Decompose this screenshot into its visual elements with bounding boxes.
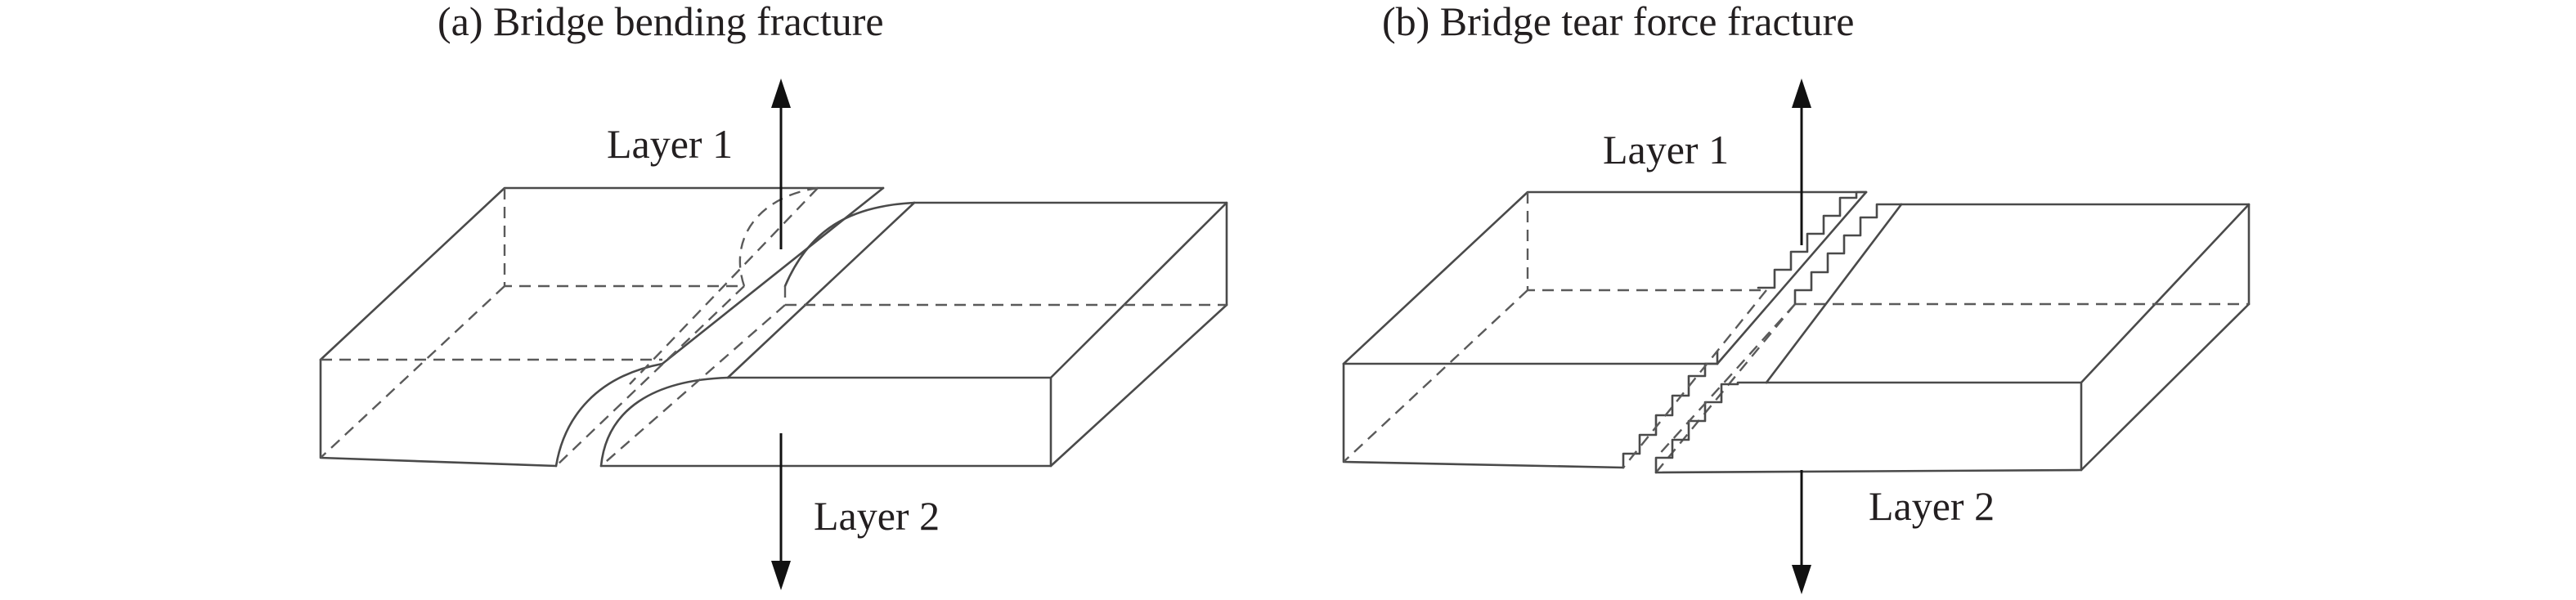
panel-b-right-block	[1654, 203, 2251, 474]
panel-a-caption: (a) Bridge bending fracture	[438, 0, 884, 44]
panel-a-arrow-down	[771, 433, 791, 590]
panel-b-left-block	[1342, 190, 1868, 469]
panel-b-layer-2-label: Layer 2	[1869, 483, 1995, 529]
panel-b-arrow-up	[1792, 78, 1811, 245]
panel-a-layer-2-label: Layer 2	[814, 493, 940, 539]
panel-a-bridge-left	[554, 186, 885, 468]
panel-b-caption: (b) Bridge tear force fracture	[1382, 0, 1854, 44]
panel-b-arrow-down	[1792, 470, 1811, 594]
panel-a-left-block	[319, 186, 885, 468]
panel-a-layer-1-label: Layer 1	[607, 121, 733, 167]
panel-b-step-edge-right	[1654, 203, 1903, 474]
panel-a-right-block	[599, 201, 1228, 468]
panel-a-arrow-up	[771, 78, 791, 249]
panel-b-layer-1-label: Layer 1	[1603, 127, 1729, 172]
panel-b: (b) Bridge tear force fracture	[1342, 0, 2251, 594]
panel-a: (a) Bridge bending fracture	[319, 0, 1228, 590]
panel-b-step-edge-left	[1622, 190, 1868, 469]
